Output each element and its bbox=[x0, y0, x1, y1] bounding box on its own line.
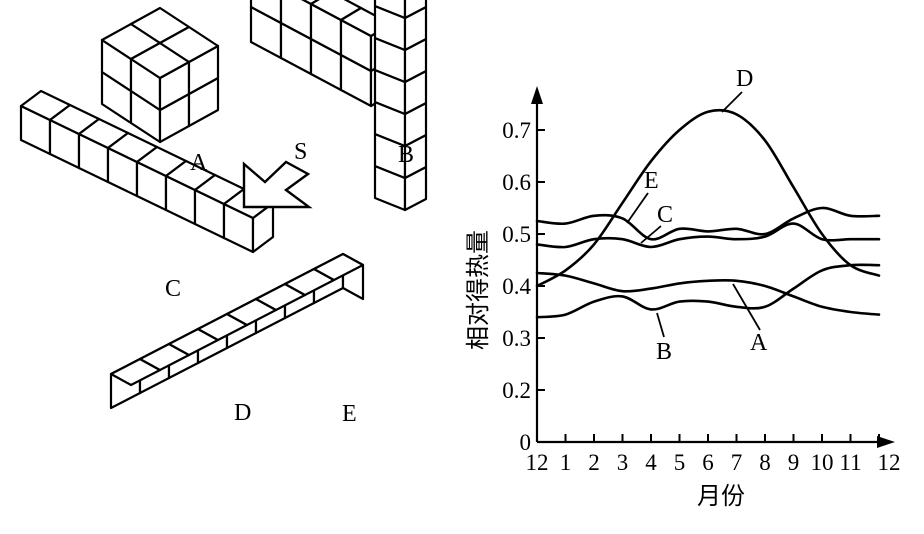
series-line-e bbox=[535, 206, 881, 241]
y-axis-arrow bbox=[531, 86, 543, 104]
y-tick-label: 0 bbox=[520, 430, 532, 455]
cube-top-face bbox=[312, 252, 365, 282]
y-tick-label: 0.5 bbox=[502, 222, 531, 247]
x-tick-label: 6 bbox=[702, 450, 714, 475]
series-label-leader bbox=[656, 312, 665, 338]
block-d bbox=[109, 252, 365, 410]
cube-top-face bbox=[158, 25, 220, 64]
x-tick-label: 12 bbox=[526, 450, 549, 475]
block-label-a-text: A bbox=[190, 150, 208, 176]
series-label-d: D bbox=[736, 66, 753, 92]
x-tick-label: 1 bbox=[560, 450, 572, 475]
x-tick-label: 7 bbox=[731, 450, 743, 475]
cube-front-face bbox=[249, 0, 283, 25]
series-label-leader bbox=[721, 91, 743, 113]
y-tick-label: 0.7 bbox=[502, 118, 531, 143]
x-tick-label: 4 bbox=[645, 450, 657, 475]
block-label-e-text: E bbox=[342, 401, 357, 427]
sun-label: S bbox=[294, 139, 307, 165]
series-label-leader bbox=[732, 283, 761, 331]
x-tick-label: 10 bbox=[811, 450, 834, 475]
series-label-b: B bbox=[656, 339, 672, 365]
block-label-b-text: B bbox=[398, 142, 414, 168]
series-line-d bbox=[535, 108, 881, 288]
series-labels: A B C D E bbox=[626, 66, 768, 365]
y-tick-label: 0.4 bbox=[502, 274, 531, 299]
x-tick-label: 8 bbox=[759, 450, 771, 475]
block-label-d: D bbox=[234, 400, 251, 426]
x-axis-title: 月份 bbox=[697, 482, 745, 510]
y-tick-label: 0.6 bbox=[502, 170, 531, 195]
series-label-a: A bbox=[750, 330, 768, 356]
series-line-a bbox=[535, 271, 881, 316]
y-tick-label: 0.3 bbox=[502, 326, 531, 351]
y-ticks: 0 0.2 0.3 0.4 0.5 0.6 0.7 bbox=[502, 118, 545, 455]
block-b bbox=[249, 0, 393, 108]
series-line-c bbox=[535, 222, 881, 249]
block-shapes bbox=[19, 0, 428, 410]
block-label-b: B bbox=[398, 142, 414, 168]
block-label-c: C bbox=[165, 276, 181, 302]
sun-direction-arrow bbox=[242, 160, 313, 209]
x-tick-label: 3 bbox=[617, 450, 629, 475]
block-e bbox=[373, 0, 428, 212]
series-label-e: E bbox=[644, 168, 659, 194]
x-tick-label: 11 bbox=[839, 450, 861, 475]
x-axis-arrow bbox=[877, 436, 895, 448]
cube-side-face bbox=[403, 0, 428, 20]
cube-front-face bbox=[373, 0, 407, 20]
x-tick-label: 5 bbox=[674, 450, 686, 475]
series-label-leader bbox=[640, 225, 662, 244]
block-label-a: A bbox=[190, 150, 208, 176]
block-a bbox=[100, 6, 220, 144]
block-label-d-text: D bbox=[234, 400, 251, 426]
series-label-c: C bbox=[657, 202, 673, 228]
block-label-c-text: C bbox=[165, 276, 181, 302]
y-tick-label: 0.2 bbox=[502, 378, 531, 403]
series-line-b bbox=[535, 263, 881, 319]
x-tick-label: 12 bbox=[878, 450, 901, 475]
series-lines bbox=[535, 108, 881, 319]
series-label-leader bbox=[626, 192, 649, 224]
x-tick-label: 9 bbox=[788, 450, 800, 475]
block-label-e: E bbox=[342, 401, 357, 427]
x-tick-label: 2 bbox=[588, 450, 600, 475]
y-axis-title: 相对得热量 bbox=[464, 230, 492, 350]
